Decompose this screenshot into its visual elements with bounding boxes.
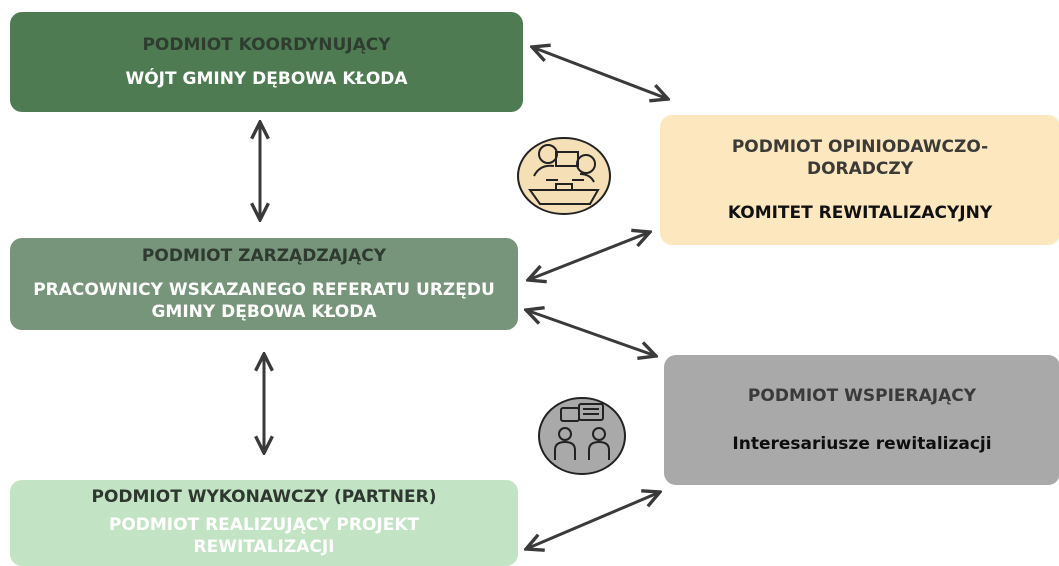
- node-zarzadzajacy-label: PODMIOT ZARZĄDZAJĄCY: [141, 246, 387, 266]
- meeting-table-icon: [517, 137, 611, 215]
- node-zarzadzajacy-sub: PRACOWNICY WSKAZANEGO REFERATU URZĘDU GM…: [33, 280, 495, 322]
- node-opiniodawczy: PODMIOT OPINIODAWCZO-DORADCZY KOMITET RE…: [660, 115, 1059, 245]
- node-zarzadzajacy: PODMIOT ZARZĄDZAJĄCY PRACOWNICY WSKAZANE…: [10, 238, 518, 330]
- node-wspierajacy-label: PODMIOT WSPIERAJĄCY: [747, 386, 977, 406]
- node-wykonawczy: PODMIOT WYKONAWCZY (PARTNER) PODMIOT REA…: [10, 480, 518, 566]
- node-wykonawczy-label: PODMIOT WYKONAWCZY (PARTNER): [91, 487, 437, 507]
- node-wspierajacy-sub: Interesariusze rewitalizacji: [732, 434, 992, 454]
- node-opiniodawczy-label: PODMIOT OPINIODAWCZO-DORADCZY: [731, 137, 989, 179]
- node-wykonawczy-sub: PODMIOT REALIZUJĄCY PROJEKT REWITALIZACJ…: [108, 515, 420, 557]
- arrow-koord-opin: [532, 47, 668, 99]
- node-koordynujacy-sub: WÓJT GMINY DĘBOWA KŁODA: [125, 69, 408, 89]
- arrow-zarz-opin: [528, 232, 650, 280]
- node-koordynujacy: PODMIOT KOORDYNUJĄCY WÓJT GMINY DĘBOWA K…: [10, 12, 523, 112]
- arrow-wyk-wspier: [526, 492, 660, 549]
- node-koordynujacy-label: PODMIOT KOORDYNUJĄCY: [142, 35, 391, 55]
- node-opiniodawczy-sub: KOMITET REWITALIZACYJNY: [727, 203, 993, 223]
- conversation-icon: [538, 397, 626, 475]
- node-wspierajacy: PODMIOT WSPIERAJĄCY Interesariusze rewit…: [664, 355, 1059, 485]
- arrow-zarz-wspier: [526, 310, 656, 356]
